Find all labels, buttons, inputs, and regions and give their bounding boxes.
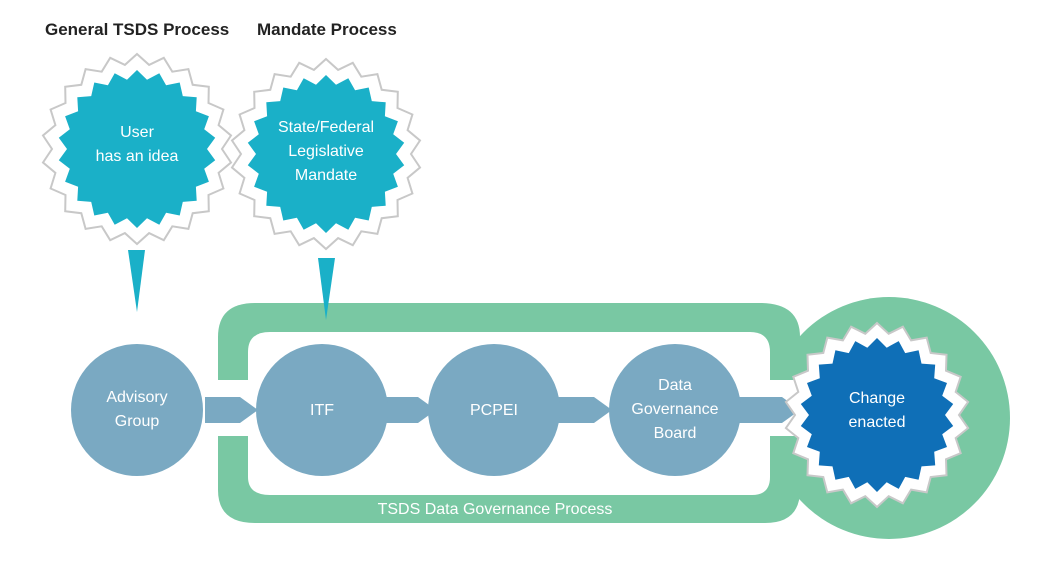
node-advisory-group: Advisory Group bbox=[71, 344, 203, 476]
mandate-line-2: Legislative bbox=[288, 143, 364, 160]
star-user-fill bbox=[58, 70, 216, 228]
pcpei-label: PCPEI bbox=[470, 402, 518, 419]
mandate-line-1: State/Federal bbox=[278, 119, 374, 136]
itf-label: ITF bbox=[310, 402, 334, 419]
arrow-pcpei-dgb bbox=[550, 397, 612, 423]
arrow-dgb-change bbox=[726, 397, 800, 423]
mandate-process-header: Mandate Process bbox=[257, 20, 397, 39]
arrow-itf-pcpei bbox=[378, 397, 436, 423]
advisory-line-2: Group bbox=[115, 413, 160, 430]
dgb-line-3: Board bbox=[654, 425, 697, 442]
node-pcpei: PCPEI bbox=[428, 344, 560, 476]
starburst-user-idea bbox=[41, 52, 233, 246]
change-line-1: Change bbox=[849, 390, 905, 407]
starburst-change-enacted bbox=[784, 321, 970, 509]
change-line-2: enacted bbox=[849, 414, 906, 431]
advisory-line-1: Advisory bbox=[106, 389, 167, 406]
general-process-header: General TSDS Process bbox=[45, 20, 230, 39]
node-itf: ITF bbox=[256, 344, 388, 476]
starburst-mandate bbox=[230, 57, 422, 251]
user-idea-line-2: has an idea bbox=[96, 148, 179, 165]
arrow-advisory-itf bbox=[205, 397, 258, 423]
user-idea-line-1: User bbox=[120, 124, 154, 141]
process-label: TSDS Data Governance Process bbox=[378, 501, 613, 518]
star-change-fill bbox=[800, 338, 954, 492]
dgb-line-1: Data bbox=[658, 377, 692, 394]
flow-arrows bbox=[205, 397, 800, 423]
star-mandate-fill bbox=[247, 75, 405, 233]
pointer-user-idea bbox=[128, 250, 145, 312]
pointer-mandate bbox=[318, 258, 335, 320]
dgb-line-2: Governance bbox=[631, 401, 718, 418]
mandate-line-3: Mandate bbox=[295, 167, 357, 184]
node-data-governance-board: Data Governance Board bbox=[609, 344, 741, 476]
